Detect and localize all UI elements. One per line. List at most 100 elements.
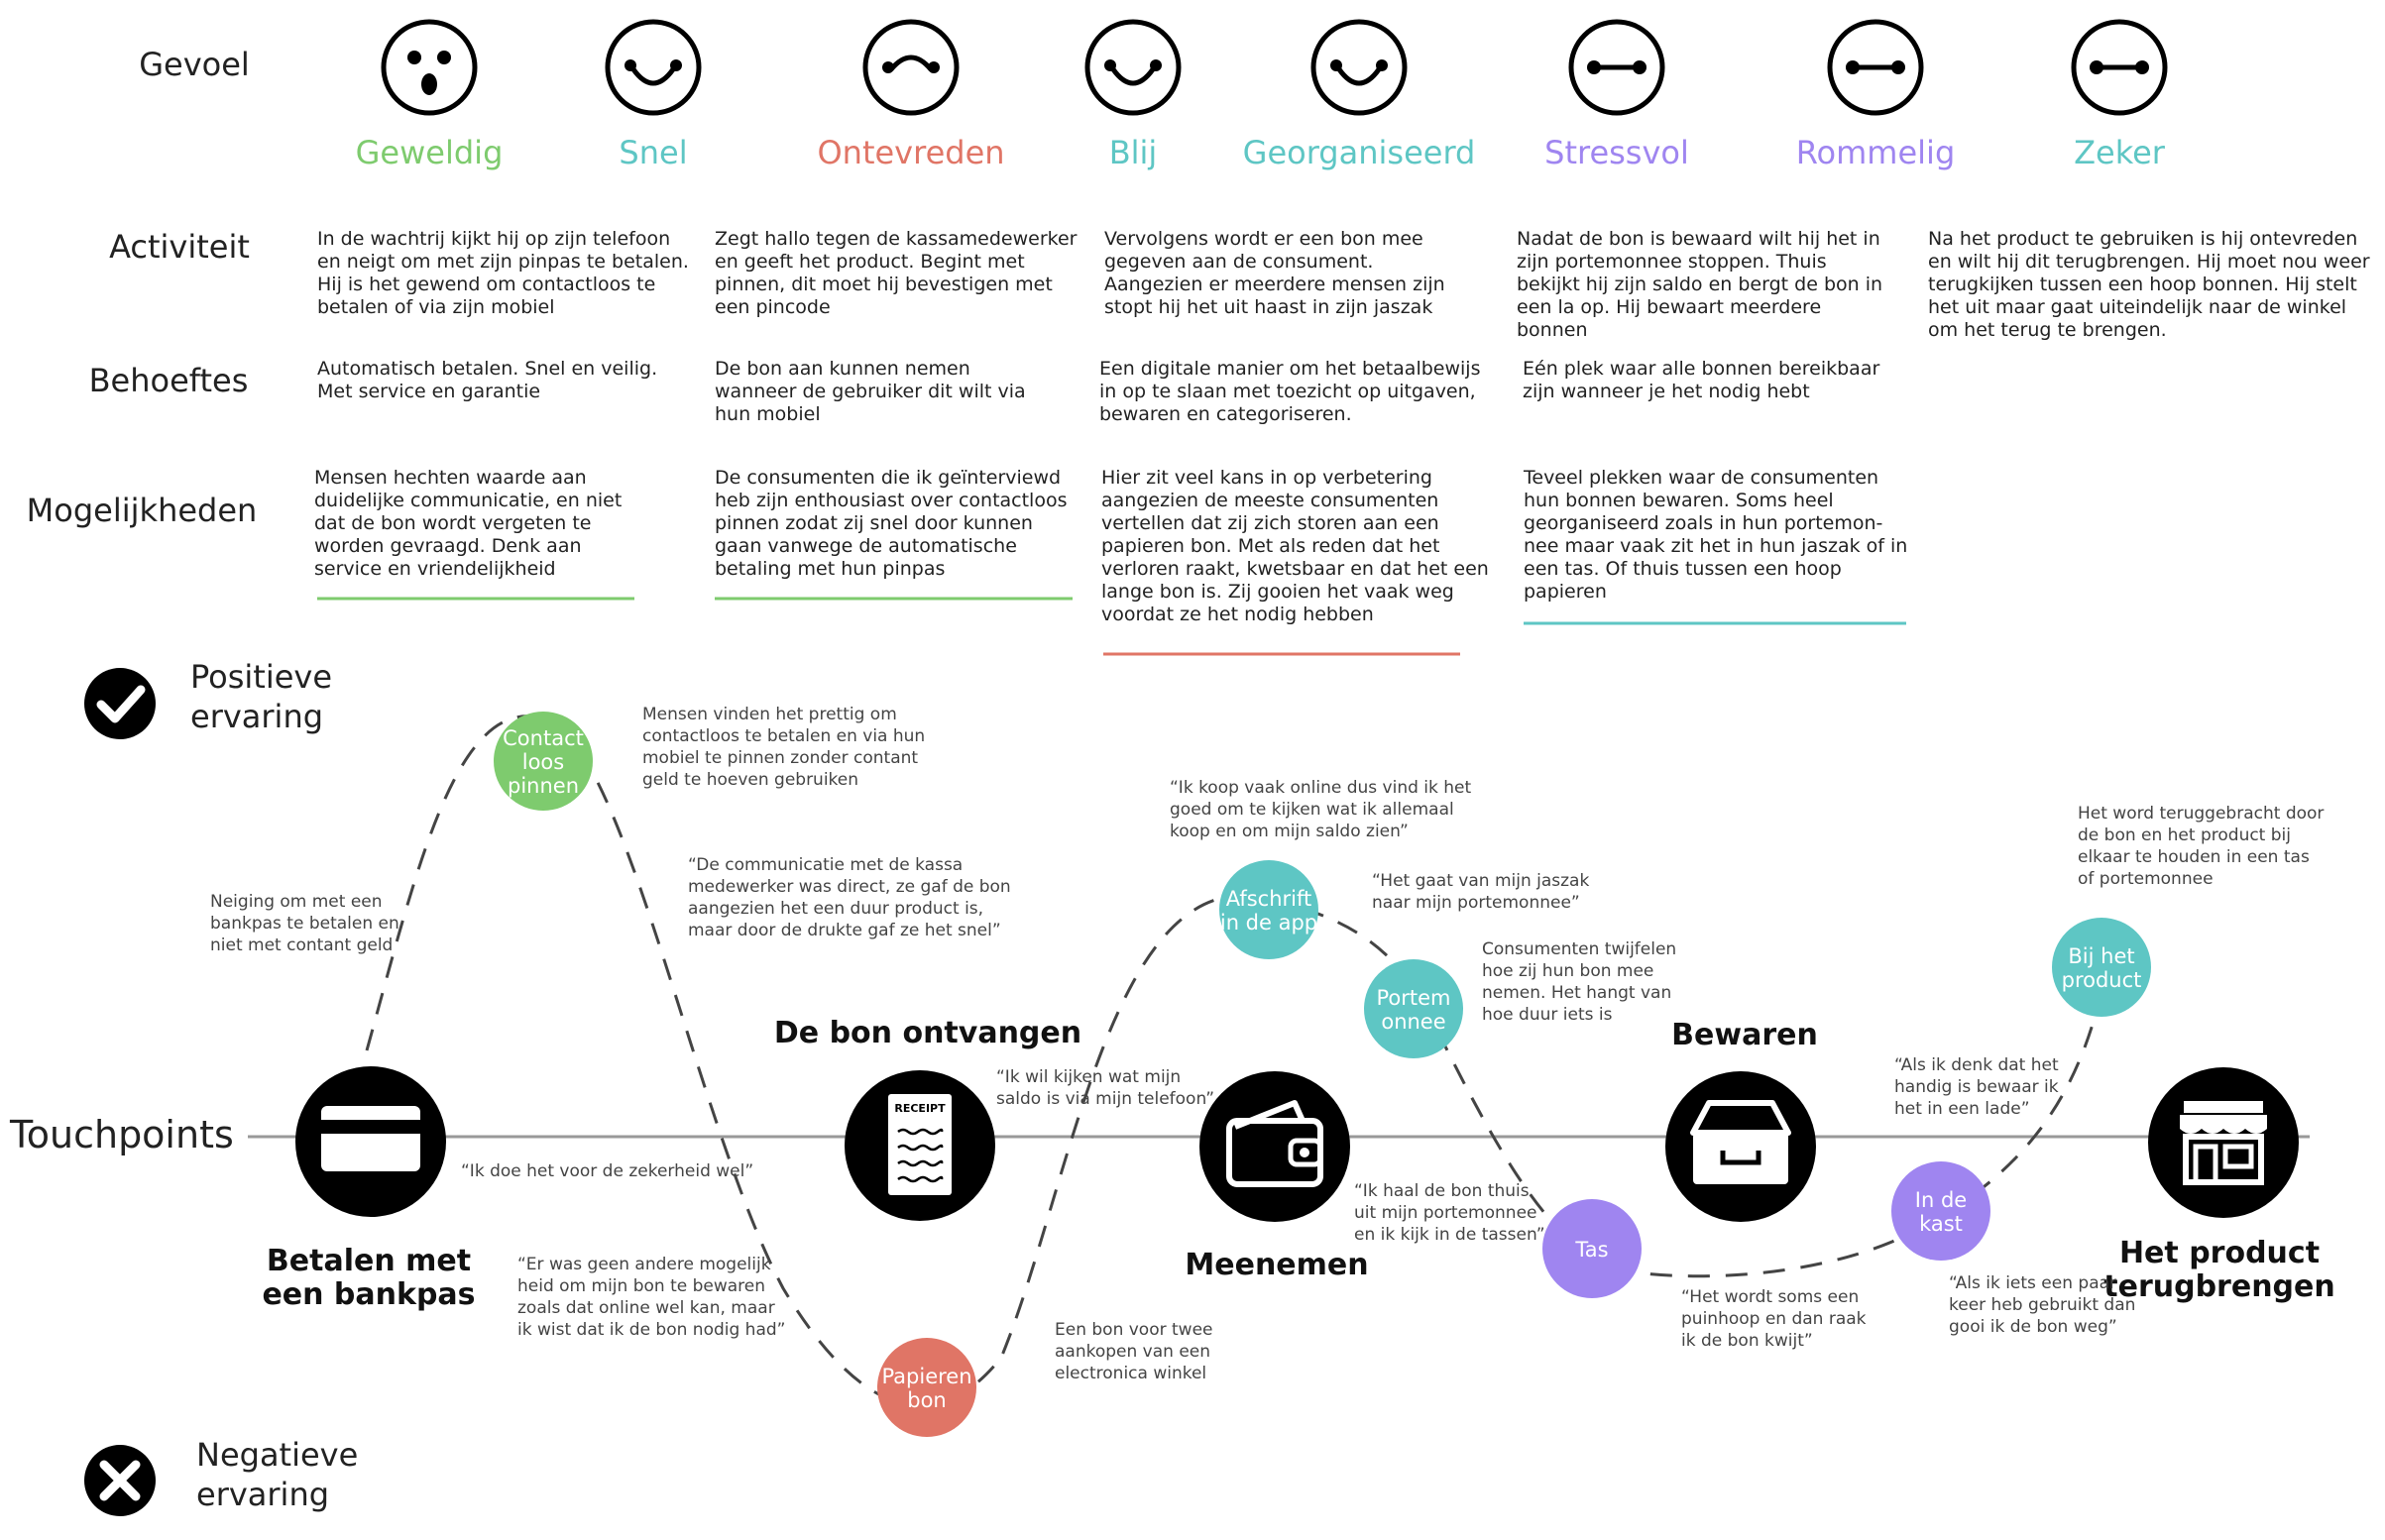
activiteit-text: bonnen — [1517, 319, 1588, 341]
journey-moment-label: In de — [1915, 1188, 1967, 1212]
mogelijkheden-text: gaan vanwege de automatische — [715, 535, 1017, 557]
journey-note: gooi ik de bon weg” — [1949, 1317, 2117, 1337]
row-label-activiteit: Activiteit — [109, 228, 250, 266]
journey-note: handig is bewaar ik — [1894, 1077, 2059, 1097]
journey-note: Het word teruggebracht door — [2078, 804, 2324, 824]
journey-note: bankpas te betalen en — [210, 914, 399, 934]
behoeftes-text: zijn wanneer je het nodig hebt — [1523, 381, 1810, 402]
mogelijkheden-text: papieren — [1524, 581, 1607, 603]
journey-note: of portemonnee — [2078, 869, 2214, 889]
touchpoint-label: Meenemen — [1185, 1248, 1368, 1282]
journey-note: “De communicatie met de kassa — [688, 855, 963, 875]
journey-note: “Als ik denk dat het — [1894, 1055, 2059, 1075]
row-label-touchpoints: Touchpoints — [9, 1113, 234, 1156]
activiteit-text: om het terug te brengen. — [1928, 319, 2167, 341]
activiteit-text: Hij is het gewend om contactloos te — [317, 274, 655, 295]
activiteit-text: een pincode — [715, 296, 831, 318]
journey-moment-label: kast — [1919, 1212, 1963, 1236]
feeling-label: Stressvol — [1544, 134, 1689, 171]
journey-note: keer heb gebruikt dan — [1949, 1295, 2135, 1315]
mogelijkheden-text: heb zijn enthousiast over contactloos — [715, 490, 1067, 511]
card-icon — [295, 1066, 446, 1217]
face-neutral-icon — [2071, 19, 2168, 116]
mogelijkheden-text: hun bonnen bewaren. Soms heel — [1524, 490, 1834, 511]
activiteit-text: een la op. Hij bewaart meerdere — [1517, 296, 1821, 318]
journey-note: “Als ik iets een paar — [1949, 1273, 2116, 1293]
journey-note: Consumenten twijfelen — [1482, 939, 1676, 959]
mogelijkheden-text: nee maar vaak zit het in hun jaszak of i… — [1524, 535, 1907, 557]
face-smile-icon — [605, 19, 702, 116]
negative-experience-label: ervaring — [196, 1476, 329, 1513]
feeling-label: Zeker — [2074, 134, 2166, 171]
journey-moment-label: Afschrift — [1226, 887, 1312, 911]
feeling-label: Blij — [1109, 134, 1158, 171]
activiteit-text: terugkijken tussen een hoop bonnen. Hij … — [1928, 274, 2357, 295]
mogelijkheden-text: papieren bon. Met als reden dat het — [1101, 535, 1439, 557]
journey-note: heid om mijn bon te bewaren — [517, 1276, 765, 1296]
journey-note: “Ik haal de bon thuis — [1354, 1181, 1530, 1201]
mogelijkheden-text: duidelijke communicatie, en niet — [314, 490, 622, 511]
feeling-label: Snel — [619, 134, 687, 171]
activiteit-text: Zegt hallo tegen de kassamedewerker — [715, 228, 1078, 250]
journey-note: nemen. Het hangt van — [1482, 983, 1671, 1003]
journey-note: de bon en het product bij — [2078, 825, 2291, 845]
face-neutral-icon — [1827, 19, 1924, 116]
feeling-label: Rommelig — [1796, 134, 1956, 171]
journey-note: mobiel te pinnen zonder contant — [642, 748, 918, 768]
journey-note: “Het wordt soms een — [1681, 1287, 1859, 1307]
activiteit-text: Na het product te gebruiken is hij ontev… — [1928, 228, 2357, 250]
mogelijkheden-text: vertellen dat zij zich storen aan een — [1101, 512, 1439, 534]
mogelijkheden-text: Hier zit veel kans in op verbetering — [1101, 467, 1432, 489]
journey-moment-label: Papieren — [881, 1365, 971, 1388]
receipt-icon: RECEIPT — [845, 1070, 995, 1221]
journey-note: koop en om mijn saldo zien” — [1170, 822, 1409, 841]
behoeftes-text: Met service en garantie — [317, 381, 540, 402]
activiteit-text: Aangezien er meerdere mensen zijn — [1104, 274, 1445, 295]
activiteit-text: gegeven aan de consument. — [1104, 251, 1373, 273]
journey-note: “Ik koop vaak online dus vind ik het — [1170, 778, 1471, 798]
row-label-behoeftes: Behoeftes — [89, 362, 249, 399]
activiteit-text: bekijkt hij zijn saldo en bergt de bon i… — [1517, 274, 1882, 295]
row-label-mogelijkheden: Mogelijkheden — [27, 492, 258, 529]
activiteit-text: zijn portemonnee stoppen. Thuis — [1517, 251, 1827, 273]
receipt-text: RECEIPT — [894, 1102, 946, 1115]
journey-note: goed om te kijken wat ik allemaal — [1170, 800, 1454, 820]
activiteit-text: en wilt hij dit terugbrengen. Hij moet n… — [1928, 251, 2370, 273]
behoeftes-text: Eén plek waar alle bonnen bereikbaar — [1523, 358, 1879, 380]
face-frown-icon — [862, 19, 960, 116]
journey-moment-label: loos — [522, 750, 564, 774]
journey-note: naar mijn portemonnee” — [1372, 893, 1580, 913]
face-smile-icon — [1310, 19, 1408, 116]
negative-cross-icon — [84, 1445, 156, 1516]
journey-moment-label: onnee — [1381, 1010, 1445, 1034]
journey-moment-label: product — [2062, 968, 2142, 992]
wallet-icon — [1199, 1071, 1350, 1222]
mogelijkheden-text: lange bon is. Zij gooien het vaak weg — [1101, 581, 1454, 603]
journey-note: Een bon voor twee — [1055, 1320, 1213, 1340]
activiteit-text: en geeft het product. Begint met — [715, 251, 1025, 273]
mogelijkheden-text: Teveel plekken waar de consumenten — [1523, 467, 1878, 489]
activiteit-text: stopt hij het uit haast in zijn jaszak — [1104, 296, 1432, 318]
feeling-label: Georganiseerd — [1243, 134, 1476, 171]
positive-experience-label: ervaring — [190, 698, 323, 735]
journey-note: “Ik doe het voor de zekerheid wel” — [461, 1161, 753, 1181]
behoeftes-text: De bon aan kunnen nemen — [715, 358, 970, 380]
journey-note: “Het gaat van mijn jaszak — [1372, 871, 1589, 891]
touchpoint-label: Betalen met — [267, 1244, 471, 1278]
face-smile-icon — [1084, 19, 1182, 116]
journey-moment-label: Portem — [1376, 986, 1450, 1010]
journey-moment: Tas — [1542, 1199, 1642, 1298]
journey-note: ik wist dat ik de bon nodig had” — [517, 1320, 785, 1340]
journey-note: contactloos te betalen en via hun — [642, 726, 925, 746]
mogelijkheden-text: voordat ze het nodig hebben — [1101, 604, 1374, 625]
behoeftes-text: Automatisch betalen. Snel en veilig. — [317, 358, 657, 380]
journey-note: Neiging om met een — [210, 892, 383, 912]
feeling-label: Geweldig — [356, 134, 504, 171]
feeling-label: Ontevreden — [817, 134, 1004, 171]
journey-note: niet met contant geld — [210, 935, 393, 955]
behoeftes-text: in op te slaan met toezicht op uitgaven, — [1099, 381, 1476, 402]
touchpoint-label: een bankpas — [262, 1277, 475, 1312]
